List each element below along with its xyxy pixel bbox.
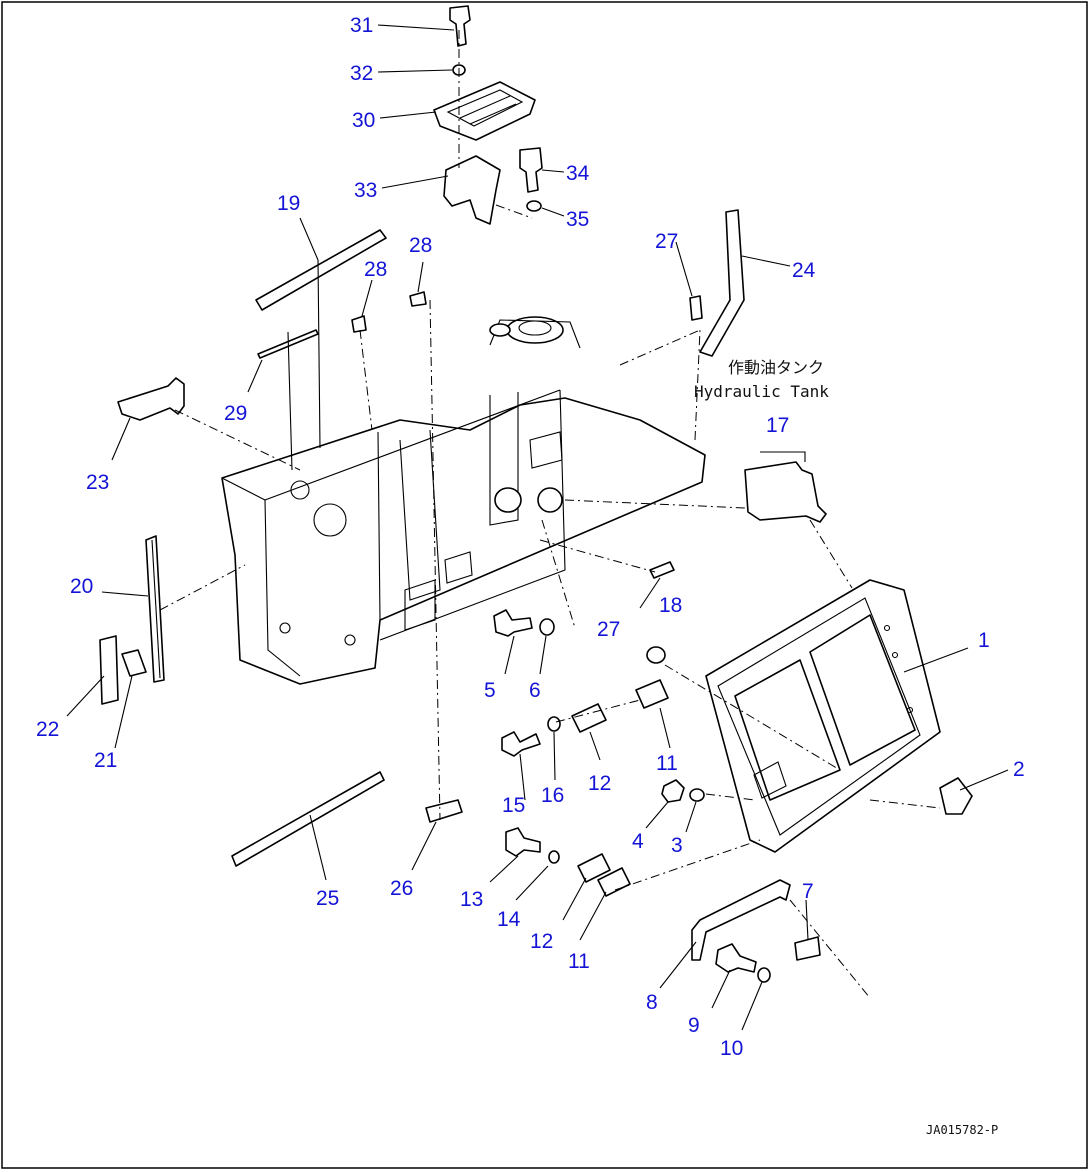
- drawing-code: JA015782-P: [926, 1123, 998, 1137]
- hinge-plate-12-lower: [577, 853, 611, 883]
- callout-32: 32: [350, 62, 373, 85]
- callout-1: 1: [978, 629, 990, 652]
- hinge-11-upper: [635, 679, 669, 709]
- callout-6: 6: [529, 679, 541, 702]
- washer-3: [689, 788, 705, 802]
- bolt-31: [449, 5, 471, 47]
- cover-frame: [705, 579, 941, 853]
- hydraulic-tank: [221, 316, 706, 685]
- callout-15: 15: [502, 794, 525, 817]
- pad-28-right: [409, 291, 427, 307]
- leader-lines: [66, 24, 1009, 1031]
- strip-25: [231, 771, 385, 867]
- washer-14: [548, 850, 560, 864]
- washer-6: [539, 618, 555, 636]
- callout-29: 29: [224, 402, 247, 425]
- post-22: [99, 635, 119, 705]
- seal-19: [255, 229, 387, 311]
- hinge-plate-12-upper: [571, 703, 607, 733]
- hinge-11-lower: [597, 867, 631, 897]
- callout-11-upper: 11: [656, 752, 678, 775]
- callout-28-right: 28: [409, 234, 432, 257]
- callout-26: 26: [390, 877, 413, 900]
- latch: [939, 777, 973, 815]
- callout-34: 34: [566, 162, 590, 185]
- callout-27-upper: 27: [655, 230, 678, 253]
- valve-plate-30: [433, 81, 536, 141]
- callout-17: 17: [766, 414, 789, 437]
- bracket-33: [443, 155, 501, 225]
- plate-27-upper: [689, 295, 703, 321]
- callout-4: 4: [632, 830, 644, 853]
- tank-label-en: Hydraulic Tank: [694, 382, 829, 401]
- callout-10: 10: [720, 1037, 743, 1060]
- callout-21: 21: [94, 749, 117, 772]
- callout-19: 19: [277, 192, 300, 215]
- cap-18: [646, 646, 666, 664]
- callout-7: 7: [802, 880, 814, 903]
- callout-27-lower: 27: [597, 618, 620, 641]
- callout-25: 25: [316, 887, 339, 910]
- callout-13: 13: [460, 888, 483, 911]
- callout-labels: 1 2 3 4 5 6 7 8 9 10 11 11 12 12 13 14 1…: [36, 14, 1025, 1060]
- bolt-5: [493, 609, 533, 637]
- callout-3: 3: [671, 834, 683, 857]
- callout-2: 2: [1013, 758, 1025, 781]
- bracket-7: [794, 936, 821, 961]
- plate-26: [425, 799, 463, 823]
- callout-28-left: 28: [364, 258, 387, 281]
- rod-8: [691, 879, 791, 961]
- bolt-34: [519, 147, 543, 193]
- callout-30: 30: [352, 109, 375, 132]
- nut-4: [661, 779, 685, 803]
- tank-label-jp: 作動油タンク: [728, 358, 824, 377]
- bolt-9: [715, 943, 757, 973]
- washer-10: [757, 967, 771, 983]
- handle-23: [117, 377, 185, 421]
- washer-35: [526, 200, 542, 212]
- assembly-lines: [159, 30, 941, 999]
- callout-33: 33: [354, 179, 377, 202]
- callout-12-lower: 12: [530, 930, 553, 953]
- callout-9: 9: [688, 1014, 700, 1037]
- block-21: [121, 649, 147, 677]
- callout-31: 31: [350, 14, 373, 37]
- washer-16: [547, 716, 561, 732]
- pad-28-left: [351, 315, 367, 333]
- shim-17: [744, 461, 827, 523]
- plate-27-lower: [649, 561, 675, 579]
- callout-14: 14: [497, 908, 521, 931]
- callout-12-upper: 12: [588, 772, 611, 795]
- callout-24: 24: [792, 259, 816, 282]
- callout-18: 18: [659, 594, 682, 617]
- callout-23: 23: [86, 471, 109, 494]
- callout-11-lower: 11: [568, 950, 590, 973]
- pipe-24: [699, 209, 745, 357]
- callout-35: 35: [566, 208, 589, 231]
- bolt-15: [501, 731, 541, 757]
- callout-8: 8: [646, 991, 658, 1014]
- callout-16: 16: [541, 784, 564, 807]
- callout-5: 5: [484, 679, 496, 702]
- callout-20: 20: [70, 575, 93, 598]
- callout-22: 22: [36, 718, 59, 741]
- bar-20: [145, 535, 165, 683]
- bolt-13: [505, 827, 541, 857]
